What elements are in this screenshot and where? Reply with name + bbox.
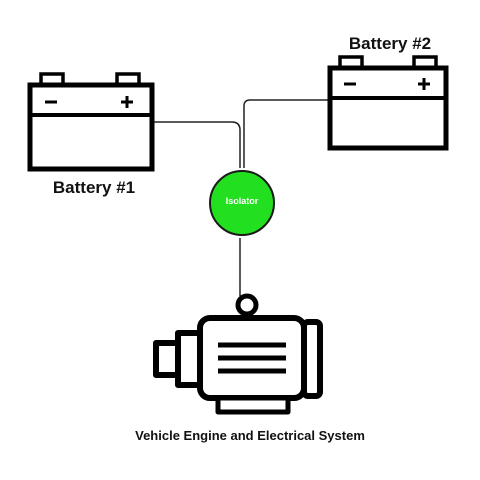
engine-system-label: Vehicle Engine and Electrical System	[135, 428, 365, 443]
battery-1-icon	[27, 72, 155, 172]
battery-1-positive-terminal-icon	[121, 96, 133, 108]
isolator-circle	[209, 170, 275, 236]
wires	[152, 99, 330, 296]
isolator-label: Isolator	[225, 196, 259, 206]
wire-battery1-to-isolator	[152, 121, 241, 168]
battery-2-positive-terminal-icon	[418, 78, 430, 90]
battery-2-icon	[327, 55, 449, 151]
engine-body-lines	[218, 342, 286, 374]
wire-battery2-to-isolator	[243, 99, 330, 168]
engine-motor-icon	[153, 293, 323, 415]
battery-2-label: Battery #2	[348, 34, 432, 53]
battery-1-label: Battery #1	[52, 178, 136, 197]
